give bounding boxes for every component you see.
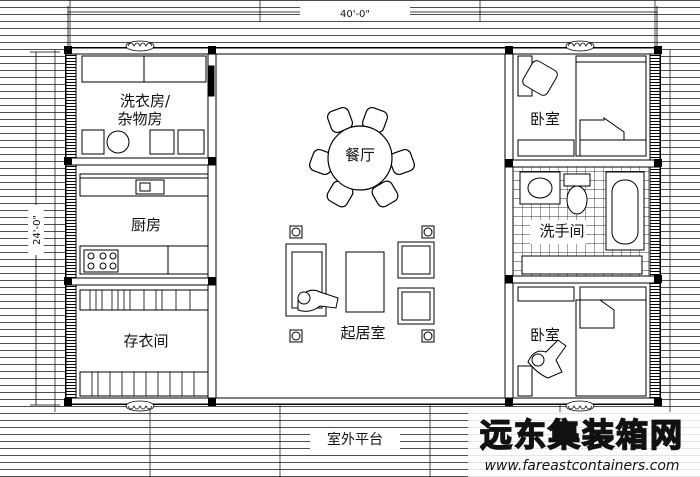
living-label: 起居室 [340,324,385,342]
bedroom-top-furniture [517,55,647,157]
living-furniture [285,225,435,343]
dining-table [308,106,416,208]
laundry-label-line2: 杂物房 [117,110,162,128]
watermark-url: www.fareastcontainers.com [484,458,679,474]
dining-label: 餐厅 [345,146,375,164]
bedroom-bottom-label: 卧室 [530,326,560,344]
width-dimension [67,4,658,48]
bedroom-bottom-furniture [517,286,647,397]
bedroom-top-label: 卧室 [530,110,560,128]
terrace-label: 室外平台 [327,431,383,448]
closet-fixtures [79,289,209,397]
laundry-label-line1: 洗衣房/ [120,92,171,110]
laundry-fixtures [81,55,215,155]
closet-label: 存衣间 [123,332,168,350]
watermark-brand: 远东集装箱网 [480,416,684,454]
height-dimension [28,51,60,406]
bathroom-label: 洗手间 [539,222,584,240]
kitchen-label: 厨房 [131,216,161,234]
bathroom-floor [512,166,651,277]
decorative-plants [125,40,595,412]
kitchen-fixtures [79,173,209,275]
width-dimension-label: 40'-0" [340,9,370,20]
watermark: 远东集装箱网 www.fareastcontainers.com [468,412,700,477]
height-dimension-label: 24'-0" [32,215,43,245]
